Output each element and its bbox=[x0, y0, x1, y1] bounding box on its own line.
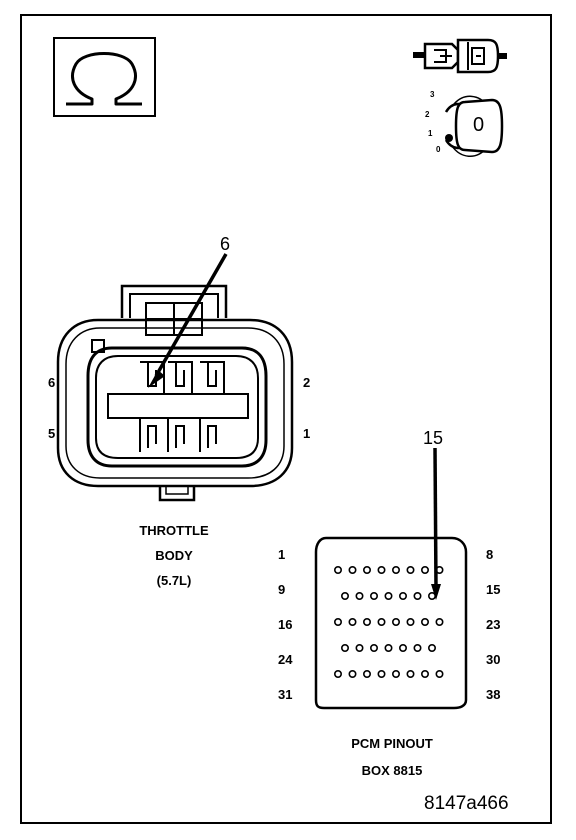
pcm-pin bbox=[384, 643, 393, 652]
pcm-pin bbox=[420, 617, 429, 626]
pcm-pin bbox=[427, 643, 436, 652]
pcm-pin bbox=[413, 643, 422, 652]
pcm-pin bbox=[340, 643, 349, 652]
pcm-pin bbox=[406, 669, 415, 678]
pcm-pin bbox=[362, 669, 371, 678]
pcm-pin-grid bbox=[333, 565, 444, 678]
pcm-pin bbox=[384, 591, 393, 600]
pcm-pin bbox=[435, 669, 444, 678]
pcm-row-end-label: 23 bbox=[486, 617, 501, 632]
key-position-label: 0 bbox=[436, 145, 441, 154]
pcm-pin bbox=[340, 591, 349, 600]
throttle-body-subtitle: BODY bbox=[155, 548, 193, 563]
pcm-pin bbox=[333, 617, 342, 626]
pcm-row-end-label: 8 bbox=[486, 547, 494, 562]
pcm-pin bbox=[398, 591, 407, 600]
pcm-pin bbox=[435, 617, 444, 626]
pcm-pin bbox=[348, 617, 357, 626]
key-position-label: 3 bbox=[430, 90, 435, 99]
ignition-key-icon bbox=[444, 95, 504, 158]
pcm-pin bbox=[355, 591, 364, 600]
pcm-pin bbox=[377, 617, 386, 626]
key-position-label: 2 bbox=[425, 110, 430, 119]
callout-label-6: 6 bbox=[220, 234, 231, 254]
pcm-pin bbox=[362, 617, 371, 626]
pcm-pin bbox=[369, 643, 378, 652]
connector-plug-icon bbox=[413, 38, 507, 74]
pcm-row-start-label: 24 bbox=[278, 652, 293, 667]
callout-arrow-pin-15 bbox=[431, 447, 441, 600]
key-label: 0 bbox=[473, 114, 485, 136]
pin-label-2: 2 bbox=[303, 375, 311, 390]
throttle-body-title: THROTTLE bbox=[139, 523, 209, 538]
pcm-pin bbox=[333, 565, 342, 574]
callout-label-15: 15 bbox=[423, 428, 444, 448]
pcm-pin bbox=[333, 669, 342, 678]
throttle-body-engine: (5.7L) bbox=[156, 573, 192, 588]
pcm-pin bbox=[406, 617, 415, 626]
pin-label-6: 6 bbox=[48, 375, 56, 390]
figure-id: 8147a466 bbox=[424, 793, 509, 814]
omega-icon bbox=[53, 37, 156, 117]
pcm-pin bbox=[362, 565, 371, 574]
pcm-pin bbox=[348, 669, 357, 678]
pcm-pinout-box bbox=[314, 536, 468, 710]
pcm-row-start-label: 9 bbox=[278, 582, 286, 597]
pcm-pin bbox=[420, 565, 429, 574]
pcm-pin bbox=[377, 565, 386, 574]
pcm-box-label: BOX 8815 bbox=[361, 763, 423, 778]
callout-arrow-pin-6 bbox=[148, 253, 228, 388]
pcm-row-end-label: 30 bbox=[486, 652, 501, 667]
pcm-row-end-label: 38 bbox=[486, 687, 501, 702]
pcm-pin bbox=[398, 643, 407, 652]
pcm-pin bbox=[406, 565, 415, 574]
diagram-frame bbox=[20, 14, 552, 824]
pcm-pinout-title: PCM PINOUT bbox=[351, 736, 433, 751]
pcm-pin bbox=[377, 669, 386, 678]
pcm-row-end-label: 15 bbox=[486, 582, 501, 597]
pcm-pin bbox=[391, 565, 400, 574]
key-position-label: 1 bbox=[428, 129, 433, 138]
pcm-pin bbox=[391, 669, 400, 678]
throttle-body-connector bbox=[56, 284, 294, 502]
pcm-row-start-label: 16 bbox=[278, 617, 293, 632]
pcm-pin bbox=[355, 643, 364, 652]
pcm-pin bbox=[391, 617, 400, 626]
pcm-pin bbox=[413, 591, 422, 600]
pcm-row-start-label: 31 bbox=[278, 687, 293, 702]
pcm-pin bbox=[348, 565, 357, 574]
pcm-pin bbox=[369, 591, 378, 600]
pin-label-5: 5 bbox=[48, 426, 56, 441]
pin-label-1: 1 bbox=[303, 426, 311, 441]
pcm-row-start-label: 1 bbox=[278, 547, 286, 562]
pcm-pin bbox=[420, 669, 429, 678]
